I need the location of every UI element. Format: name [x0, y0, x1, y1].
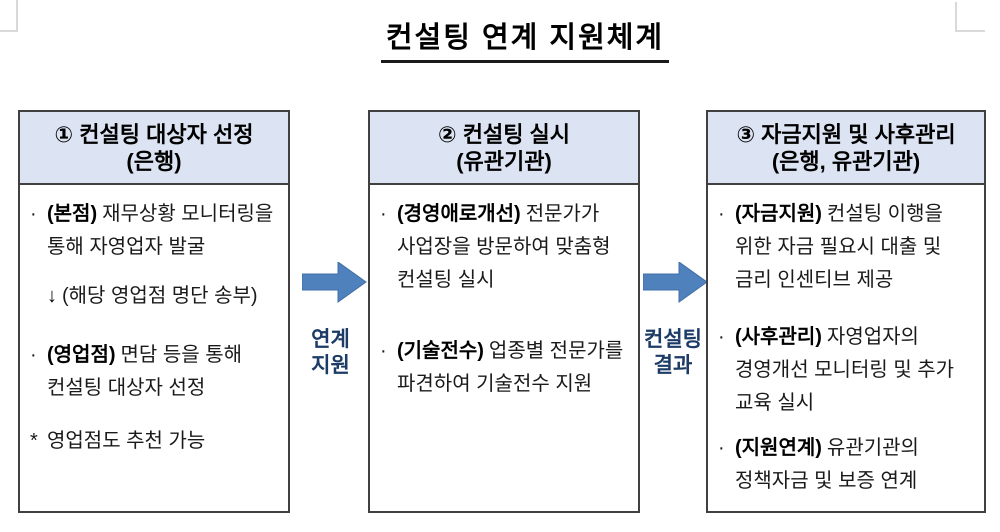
list-item: · (지원연계)유관기관의 정책자금 및 보증 연계 [718, 432, 978, 498]
box1-header-line1: ① 컨설팅 대상자 선정 [54, 121, 254, 147]
box3-header-line2: (은행, 유관기관) [771, 148, 921, 174]
box1-header-line2: (은행) [126, 148, 182, 174]
item-keyword: (지원연계) [735, 437, 822, 459]
box2-body: · (경영애로개선)전문가가 사업장을 방문하여 맞춤형 컨설팅 실시 · (기… [370, 185, 638, 401]
item-text: 업종별 전문가를 파견하여 기술전수 지원 [397, 340, 624, 395]
item-text: 영업점도 추천 가능 [47, 430, 206, 452]
box3-header-line1: ③ 자금지원 및 사후관리 [736, 121, 956, 147]
bullet-icon: · [718, 203, 725, 225]
arrow2-label-line1: 컨설팅 [644, 328, 702, 351]
page-title: 컨설팅 연계 지원체계 [380, 14, 670, 63]
item-text: 자영업자의 경영개선 모니터링 및 추가 교육 실시 [735, 326, 955, 414]
bullet-icon: · [380, 340, 387, 362]
arrow2-label-line2: 결과 [653, 354, 693, 377]
list-item: · (경영애로개선)전문가가 사업장을 방문하여 맞춤형 컨설팅 실시 [380, 198, 632, 297]
down-arrow-icon: ↓ [47, 285, 57, 307]
arrow1-label-line2: 지원 [311, 354, 350, 377]
list-item: · (영업점)면담 등을 통해 컨설팅 대상자 선정 [30, 339, 282, 405]
box2-header-line2: (유관기관) [456, 148, 552, 174]
item-keyword: (본점) [47, 203, 98, 225]
title-container: 컨설팅 연계 지원체계 [0, 14, 1000, 63]
item-keyword: (경영애로개선) [397, 203, 521, 225]
box1-body: · (본점)재무상황 모니터링을 통해 자영업자 발굴 ↓(해당 영업점 명단 … [20, 185, 288, 458]
list-item: · (본점)재무상황 모니터링을 통해 자영업자 발굴 [30, 198, 282, 264]
right-arrow-icon [302, 262, 367, 303]
bullet-icon [30, 280, 47, 313]
arrow1-label: 연계 지원 [293, 327, 368, 379]
box3-body: · (자금지원)컨설팅 이행을 위한 자금 필요시 대출 및 금리 인센티브 제… [708, 185, 984, 498]
item-text: 전문가가 사업장을 방문하여 맞춤형 컨설팅 실시 [397, 203, 611, 291]
asterisk-icon: * [30, 430, 38, 452]
arrow1-label-line1: 연계 [311, 328, 350, 351]
item-keyword: (영업점) [47, 344, 116, 366]
box1-header: ① 컨설팅 대상자 선정 (은행) [20, 112, 288, 185]
right-arrow-icon [643, 262, 708, 303]
item-text: (해당 영업점 명단 송부) [62, 285, 258, 307]
box3-header: ③ 자금지원 및 사후관리 (은행, 유관기관) [708, 112, 984, 185]
arrow2-label: 컨설팅 결과 [623, 327, 723, 379]
frame-corner-top-right [955, 2, 985, 32]
list-item: · (사후관리)자영업자의 경영개선 모니터링 및 추가 교육 실시 [718, 321, 978, 420]
list-item: ↓(해당 영업점 명단 송부) [30, 280, 282, 313]
item-text: 유관기관의 정책자금 및 보증 연계 [735, 437, 919, 492]
item-text: 컨설팅 이행을 위한 자금 필요시 대출 및 금리 인센티브 제공 [735, 203, 943, 291]
box-funding-and-followup: ③ 자금지원 및 사후관리 (은행, 유관기관) · (자금지원)컨설팅 이행을… [706, 110, 986, 513]
box2-header: ② 컨설팅 실시 (유관기관) [370, 112, 638, 185]
bullet-icon: · [718, 437, 725, 459]
box2-header-line1: ② 컨설팅 실시 [437, 121, 571, 147]
item-text: 재무상황 모니터링을 통해 자영업자 발굴 [47, 203, 274, 258]
bullet-icon: · [718, 326, 725, 348]
footnote-item: * 영업점도 추천 가능 [30, 425, 282, 458]
bullet-icon: · [30, 344, 37, 366]
box-consulting-target-selection: ① 컨설팅 대상자 선정 (은행) · (본점)재무상황 모니터링을 통해 자영… [18, 110, 290, 513]
item-keyword: (사후관리) [735, 326, 822, 348]
item-keyword: (기술전수) [397, 340, 484, 362]
list-item: · (자금지원)컨설팅 이행을 위한 자금 필요시 대출 및 금리 인센티브 제… [718, 198, 978, 297]
box-consulting-execution: ② 컨설팅 실시 (유관기관) · (경영애로개선)전문가가 사업장을 방문하여… [368, 110, 640, 513]
list-item: · (기술전수)업종별 전문가를 파견하여 기술전수 지원 [380, 335, 632, 401]
bullet-icon: · [380, 203, 387, 225]
bullet-icon: · [30, 203, 37, 225]
item-keyword: (자금지원) [735, 203, 822, 225]
frame-corner-top-left [0, 0, 18, 32]
item-text: 면담 등을 통해 컨설팅 대상자 선정 [47, 344, 243, 399]
